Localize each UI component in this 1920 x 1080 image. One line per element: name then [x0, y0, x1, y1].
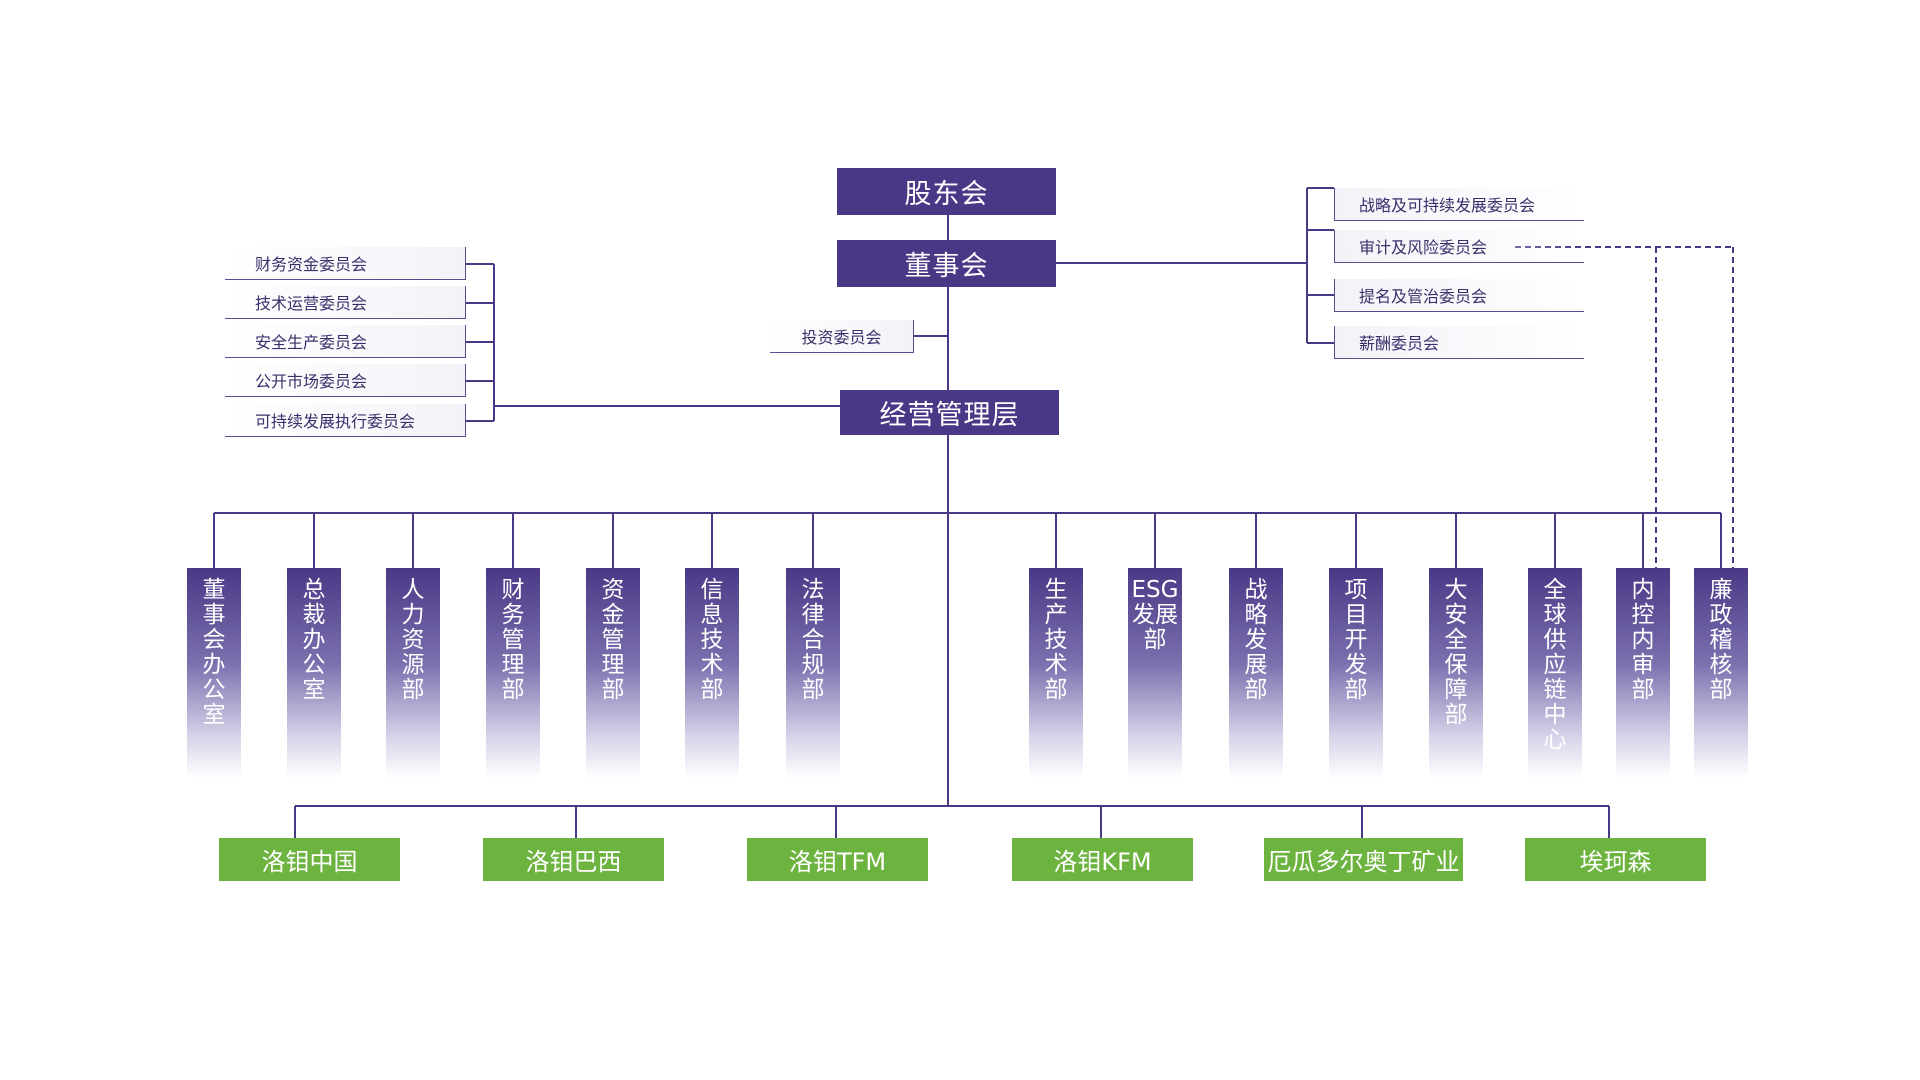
department-label: 董事会办公室: [202, 577, 226, 728]
right-committee: 薪酬委员会: [1334, 326, 1584, 359]
right-committee-label: 提名及管治委员会: [1359, 287, 1488, 306]
department-column: 法律合规部: [786, 568, 840, 778]
department-column: 项目开发部: [1329, 568, 1383, 778]
right-committee: 审计及风险委员会: [1334, 230, 1584, 263]
right-committee: 提名及管治委员会: [1334, 279, 1584, 312]
subsidiary-box: 洛钼KFM: [1012, 838, 1193, 881]
department-column: 廉政稽核部: [1694, 568, 1748, 778]
department-label: 资金管理部: [601, 577, 625, 703]
department-column: 信息技术部: [685, 568, 739, 778]
department-label: 法律合规部: [801, 577, 825, 703]
department-label: 廉政稽核部: [1709, 577, 1733, 703]
department-label: 内控内审部: [1631, 577, 1655, 703]
left-committee: 技术运营委员会: [225, 286, 466, 319]
right-committee-label: 审计及风险委员会: [1359, 238, 1488, 257]
board-box: 董事会: [837, 240, 1056, 287]
subsidiary-box: 洛钼TFM: [747, 838, 928, 881]
department-label: 项目开发部: [1344, 577, 1368, 703]
management-box: 经营管理层: [840, 390, 1059, 435]
investment-committee-label: 投资委员会: [801, 328, 882, 347]
left-committee-label: 安全生产委员会: [255, 333, 368, 352]
department-column: ESG发展部: [1128, 568, 1182, 778]
department-label: 总裁办公室: [302, 577, 326, 703]
right-committee-label: 战略及可持续发展委员会: [1359, 196, 1536, 215]
left-committee-label: 可持续发展执行委员会: [255, 412, 416, 431]
department-label: 大安全保障部: [1444, 577, 1468, 728]
subsidiary-box: 埃珂森: [1525, 838, 1706, 881]
left-committee-label: 公开市场委员会: [255, 372, 368, 391]
department-label: 财务管理部: [501, 577, 525, 703]
department-column: 总裁办公室: [287, 568, 341, 778]
left-committee-label: 财务资金委员会: [255, 255, 368, 274]
right-committee: 战略及可持续发展委员会: [1334, 188, 1584, 221]
shareholders-box: 股东会: [837, 168, 1056, 215]
left-committee: 公开市场委员会: [225, 364, 466, 397]
subsidiary-box: 厄瓜多尔奥丁矿业: [1264, 838, 1463, 881]
department-column: 人力资源部: [386, 568, 440, 778]
left-committee-label: 技术运营委员会: [255, 294, 368, 313]
department-label: 战略发展部: [1244, 577, 1268, 703]
department-column: 战略发展部: [1229, 568, 1283, 778]
investment-committee: 投资委员会: [770, 320, 914, 353]
department-label: 信息技术部: [700, 577, 724, 703]
left-committee: 安全生产委员会: [225, 325, 466, 358]
left-committee: 财务资金委员会: [225, 247, 466, 280]
department-column: 大安全保障部: [1429, 568, 1483, 778]
department-column: 财务管理部: [486, 568, 540, 778]
subsidiary-box: 洛钼巴西: [483, 838, 664, 881]
department-column: 生产技术部: [1029, 568, 1083, 778]
department-column: 内控内审部: [1616, 568, 1670, 778]
department-column: 全球供应链中心: [1528, 568, 1582, 778]
subsidiary-box: 洛钼中国: [219, 838, 400, 881]
department-label: 全球供应链中心: [1543, 577, 1567, 753]
department-column: 董事会办公室: [187, 568, 241, 778]
department-label: ESG发展部: [1131, 577, 1179, 653]
department-label: 人力资源部: [401, 577, 425, 703]
left-committee: 可持续发展执行委员会: [225, 404, 466, 437]
department-column: 资金管理部: [586, 568, 640, 778]
right-committee-label: 薪酬委员会: [1359, 334, 1440, 353]
department-label: 生产技术部: [1044, 577, 1068, 703]
